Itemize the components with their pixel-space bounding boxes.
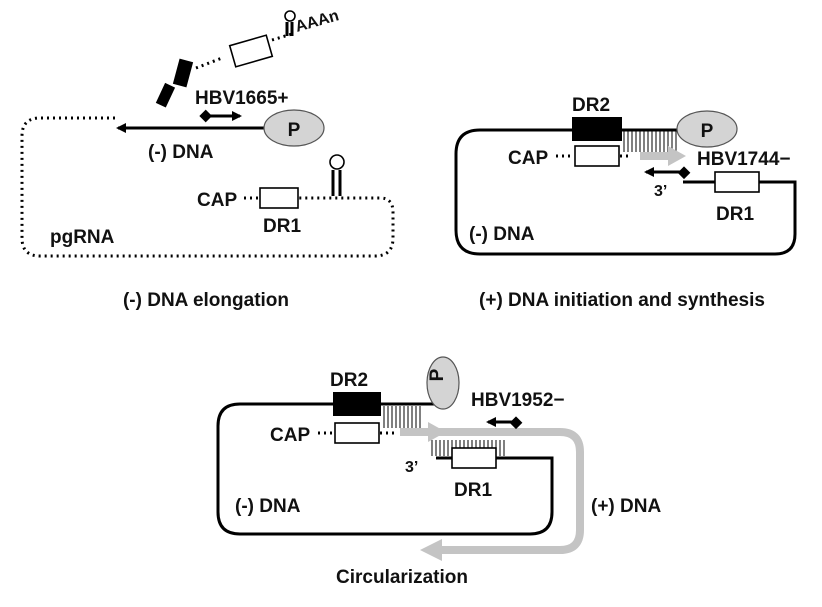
epsilon-stem (331, 170, 342, 196)
polymerase-ellipse (676, 110, 738, 148)
panel-circularization: DR2 P CAP HBV1952− 3’ DR1 (-) DNA (+) DN… (216, 356, 661, 588)
minus-dna-label: (-) DNA (469, 224, 535, 245)
rna-fragment (155, 82, 176, 108)
pgrna-loop (20, 116, 395, 258)
plus-dna-primer-arrowhead (668, 146, 686, 166)
pgrna-label: pgRNA (50, 227, 115, 248)
dr2-block (572, 117, 622, 141)
three-prime-label: 3’ (405, 459, 418, 476)
primer-label: HBV1744− (697, 149, 790, 170)
rna-fragment-link (195, 56, 223, 70)
dr2-block (333, 392, 381, 416)
circularization-caption: Circularization (336, 567, 468, 588)
plus-dna-arrowhead-top (428, 422, 446, 442)
plus-dna-arrowhead-bottom (420, 539, 442, 561)
polymerase-label: P (288, 120, 301, 141)
dr2-label: DR2 (330, 370, 368, 391)
cap-label: CAP (270, 425, 310, 446)
stem-loop (285, 22, 294, 36)
dr2-rna-box (334, 422, 380, 444)
polymerase-ellipse (426, 356, 460, 410)
rna-fragment (172, 58, 194, 88)
panel-initiation: DR2 CAP P HBV1744− 3’ DR1 (-) DNA (+) DN… (454, 95, 797, 311)
primer-label: HBV1665+ (195, 88, 288, 109)
minus-dna-loop (454, 128, 797, 256)
dr1-box (259, 187, 299, 209)
panel-elongation: P AAAn HBV1665+ (-) DNA CAP DR1 pgRNA (-… (20, 7, 395, 311)
stem-loop-head (284, 10, 296, 22)
rna-fragment-box (228, 34, 274, 68)
dr1-label: DR1 (454, 480, 492, 501)
minus-dna-label: (-) DNA (235, 496, 301, 517)
cap-label: CAP (508, 148, 548, 169)
minus-dna-label: (-) DNA (148, 142, 214, 163)
dr1-box (451, 447, 497, 469)
three-prime-label: 3’ (654, 183, 667, 200)
primer-diamond (199, 109, 213, 123)
primer-diamond (509, 416, 523, 430)
rna-fragment-link (271, 32, 293, 42)
primer-diamond (677, 166, 691, 180)
cap-label: CAP (197, 190, 237, 211)
dr1-box (714, 171, 760, 193)
polymerase-label: P (701, 121, 714, 142)
dr1-label: DR1 (716, 204, 754, 225)
elongation-caption: (-) DNA elongation (123, 290, 289, 311)
initiation-caption: (+) DNA initiation and synthesis (479, 290, 765, 311)
minus-dna-loop (216, 402, 554, 536)
dr2-label: DR2 (572, 95, 610, 116)
primer-label: HBV1952− (471, 390, 564, 411)
plus-dna-path (400, 428, 584, 554)
plus-dna-label: (+) DNA (591, 496, 661, 517)
epsilon-head (329, 154, 345, 170)
polya-label: AAAn (293, 7, 340, 36)
dr1-label: DR1 (263, 216, 301, 237)
polymerase-ellipse (263, 109, 325, 147)
polymerase-label: P (427, 368, 448, 381)
dr2-rna-box (574, 145, 620, 167)
